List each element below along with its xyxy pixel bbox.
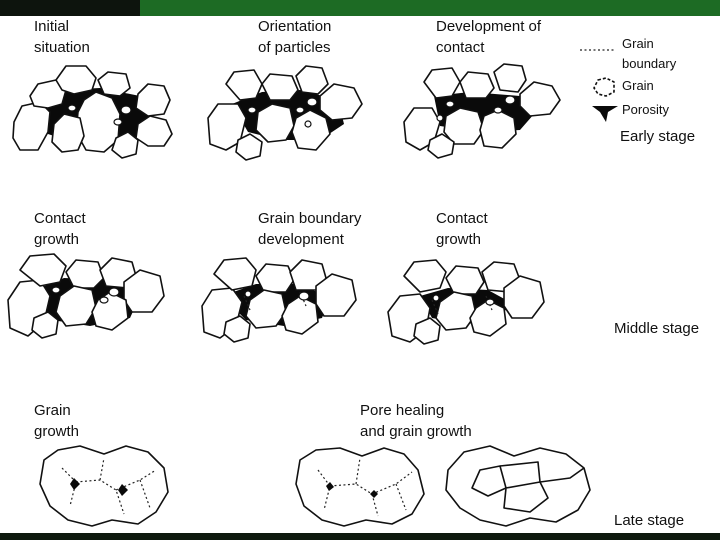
header-bar-dark [0, 0, 140, 16]
legend-grain-boundary: Grain boundary [622, 36, 677, 71]
label-grain-growth: Grain growth [34, 402, 80, 440]
panel-grain-boundary-development [201, 257, 357, 343]
label-contact-growth-2: Contact growth [436, 210, 488, 248]
label-pore-healing: Pore healing and grain growth [360, 402, 472, 440]
label-orientation: Orientation of particles [258, 18, 332, 56]
panel-initial-situation [12, 65, 173, 159]
label-contact-growth-1: Contact growth [34, 210, 86, 248]
panel-final-grains [445, 445, 591, 527]
label-development: Development of contact [436, 18, 542, 56]
legend-grain: Grain [622, 78, 654, 93]
label-grain-boundary-development: Grain boundary development [258, 210, 362, 248]
panel-orientation [207, 65, 363, 161]
legend-symbols [580, 49, 618, 122]
panel-pore-healing [295, 447, 425, 527]
stage-early: Early stage [620, 128, 696, 145]
label-initial-situation: Initial situation [34, 18, 90, 56]
panel-contact-growth-2 [387, 259, 545, 345]
panel-contact-growth-1 [7, 253, 165, 339]
stage-late: Late stage [614, 512, 685, 529]
legend-porosity: Porosity [622, 102, 669, 117]
stage-middle: Middle stage [614, 320, 700, 337]
porosity-symbol [592, 106, 618, 122]
footer-bar [0, 533, 720, 540]
grain-symbol [593, 77, 615, 97]
panel-development-contact [403, 63, 561, 159]
panel-grain-growth [39, 445, 169, 527]
header-bar-green [140, 0, 720, 16]
